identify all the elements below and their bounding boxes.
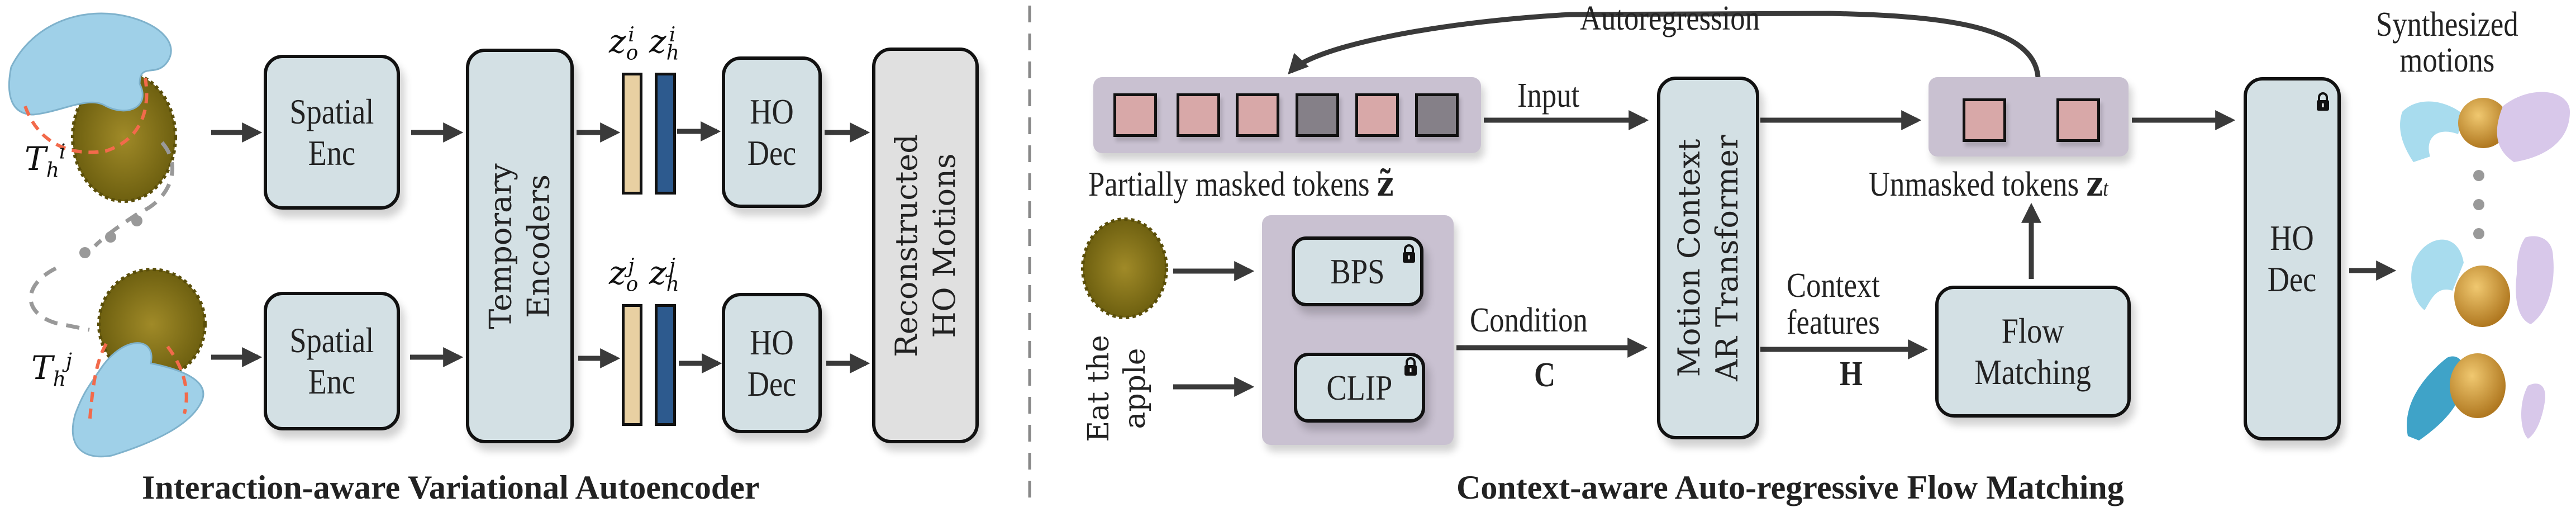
spatial-enc-label: Enc bbox=[308, 362, 356, 401]
spatial-enc-label: Spatial bbox=[289, 320, 374, 361]
unmasked-token bbox=[1177, 93, 1220, 137]
latent-label-zh-j: zhj bbox=[649, 254, 679, 296]
right-arrows bbox=[1173, 11, 2397, 397]
masked-token bbox=[1296, 93, 1339, 137]
hand-object-image-bottom bbox=[28, 266, 207, 458]
unmasked-token bbox=[2056, 98, 2100, 142]
spatial-enc-label: Spatial bbox=[289, 91, 374, 131]
autoregression-label: Autoregression bbox=[1580, 0, 1760, 37]
lock-icon bbox=[1404, 357, 1417, 376]
unmasked-token bbox=[1236, 93, 1279, 137]
masked-token bbox=[1415, 93, 1459, 137]
synthesized-motion-image-2 bbox=[2411, 236, 2554, 327]
right-panel-title: Context-aware Auto-regressive Flow Match… bbox=[1456, 469, 2124, 506]
hand-latent-bar-top bbox=[655, 73, 676, 195]
hand-latent-bar-bottom bbox=[655, 304, 676, 426]
unmasked-token bbox=[1963, 98, 2006, 142]
synthesized-motion-image-1 bbox=[2400, 92, 2570, 162]
latent-label-zo-i: zoi bbox=[609, 22, 639, 65]
transform-label-i: Thi bbox=[25, 140, 66, 182]
masked-tokens-caption: Partially masked tokens z̃ bbox=[1088, 163, 1394, 204]
object-latent-bar-bottom bbox=[622, 304, 642, 426]
spatial-enc-label: Enc bbox=[308, 132, 356, 173]
left-panel-title: Interaction-aware Variational Autoencode… bbox=[142, 469, 760, 506]
lock-icon bbox=[2317, 92, 2329, 111]
condition-label: Condition bbox=[1470, 301, 1588, 339]
clip-encoder: CLIP bbox=[1294, 353, 1425, 423]
unmasked-tokens-caption: Unmasked tokens zt bbox=[1869, 163, 2108, 204]
lock-icon bbox=[1403, 244, 1415, 263]
apple-point-cloud-image bbox=[1081, 217, 1168, 319]
latent-label-zh-i: zhi bbox=[649, 22, 679, 65]
latent-label-zo-j: zoj bbox=[609, 254, 639, 296]
ellipsis-dots-output bbox=[2473, 170, 2484, 239]
ellipsis-dots bbox=[79, 215, 142, 258]
condition-symbol: C bbox=[1534, 356, 1556, 394]
synthesized-motion-image-3 bbox=[2407, 353, 2545, 440]
object-latent-bar-top bbox=[622, 73, 642, 195]
transform-label-j: Thj bbox=[31, 349, 73, 391]
bps-encoder: BPS bbox=[1292, 236, 1423, 306]
unmasked-token bbox=[1113, 93, 1157, 137]
input-label: Input bbox=[1517, 77, 1580, 115]
context-symbol: H bbox=[1840, 355, 1863, 393]
left-arrows bbox=[211, 121, 870, 373]
hand-object-image-top bbox=[8, 12, 177, 248]
unmasked-token bbox=[1355, 93, 1399, 137]
